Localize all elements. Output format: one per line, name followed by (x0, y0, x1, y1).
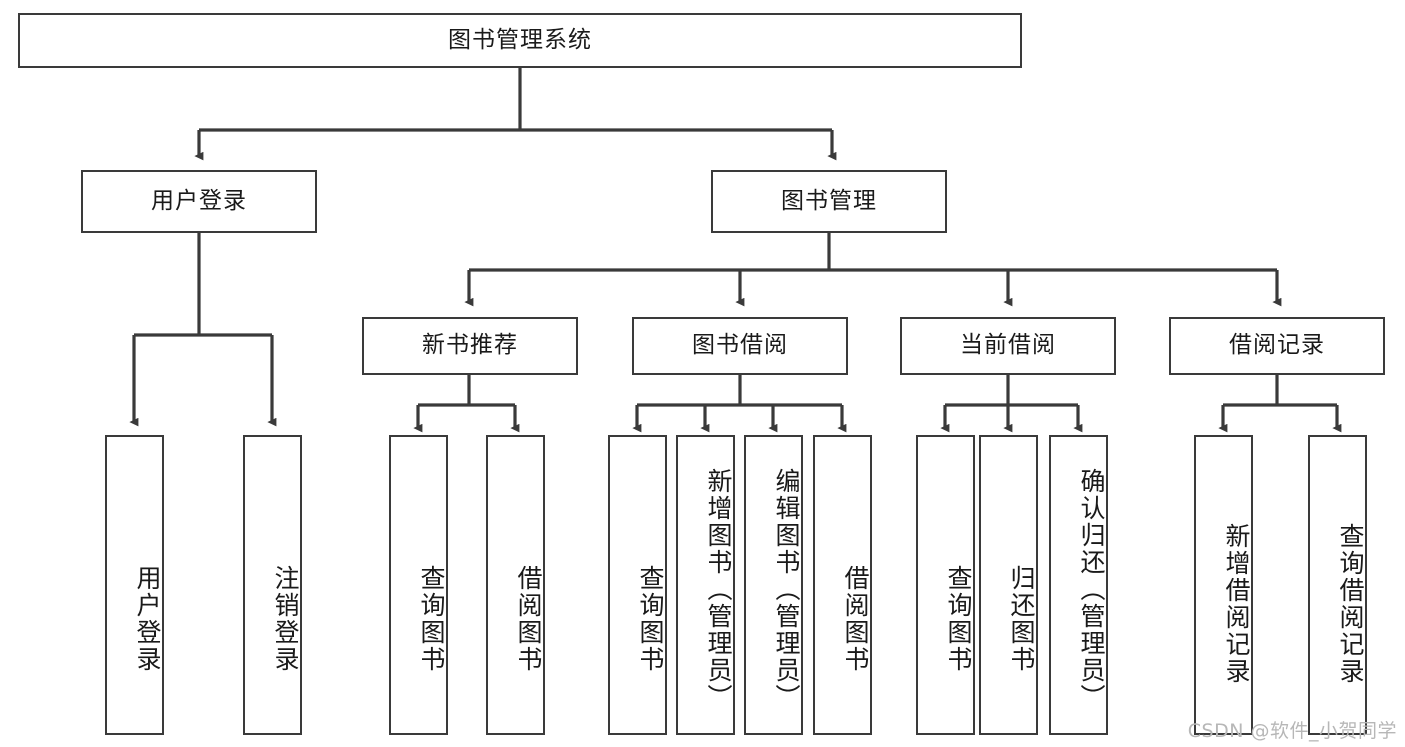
node-leaf-cur-return-label: 归还图书 (1007, 565, 1036, 673)
node-borrow-record-label: 借阅记录 (1229, 332, 1325, 359)
node-leaf-rec-borrow[interactable]: 借阅图书 (486, 435, 545, 735)
node-leaf-borrow-query[interactable]: 查询图书 (608, 435, 667, 735)
node-new-book-rec-label: 新书推荐 (422, 332, 518, 359)
node-leaf-user-logout[interactable]: 注销登录 (243, 435, 302, 735)
node-book-manage[interactable]: 图书管理 (711, 170, 947, 233)
node-leaf-rec-search-label: 查询借阅记录 (1336, 523, 1365, 685)
node-leaf-borrow-edit[interactable]: 编辑图书（管理员） (744, 435, 803, 735)
node-leaf-rec-query[interactable]: 查询图书 (389, 435, 448, 735)
node-leaf-cur-confirm-label: 确认归还（管理员） (1077, 467, 1106, 711)
node-leaf-borrow-query-label: 查询图书 (636, 565, 665, 673)
node-leaf-borrow-take-label: 借阅图书 (841, 565, 870, 673)
node-leaf-borrow-take[interactable]: 借阅图书 (813, 435, 872, 735)
node-current-borrow-label: 当前借阅 (960, 332, 1056, 359)
node-root-label: 图书管理系统 (448, 26, 592, 53)
node-leaf-rec-query-label: 查询图书 (417, 565, 446, 673)
node-leaf-rec-add-label: 新增借阅记录 (1222, 523, 1251, 685)
csdn-watermark: CSDN @软件_小贺同学 (1187, 720, 1397, 742)
node-leaf-rec-borrow-label: 借阅图书 (514, 565, 543, 673)
node-new-book-rec[interactable]: 新书推荐 (362, 317, 578, 375)
node-user-login[interactable]: 用户登录 (81, 170, 317, 233)
node-leaf-borrow-edit-label: 编辑图书（管理员） (772, 467, 801, 711)
node-leaf-user-login-label: 用户登录 (133, 565, 162, 673)
node-leaf-user-login[interactable]: 用户登录 (105, 435, 164, 735)
node-book-borrow[interactable]: 图书借阅 (632, 317, 848, 375)
node-leaf-cur-query[interactable]: 查询图书 (916, 435, 975, 735)
node-user-login-label: 用户登录 (151, 187, 247, 214)
node-leaf-user-logout-label: 注销登录 (271, 565, 300, 673)
node-root[interactable]: 图书管理系统 (18, 13, 1022, 68)
node-leaf-rec-add[interactable]: 新增借阅记录 (1194, 435, 1253, 735)
node-book-borrow-label: 图书借阅 (692, 332, 788, 359)
node-leaf-rec-search[interactable]: 查询借阅记录 (1308, 435, 1367, 735)
node-leaf-borrow-add-label: 新增图书（管理员） (704, 467, 733, 711)
node-leaf-cur-query-label: 查询图书 (944, 565, 973, 673)
node-leaf-cur-return[interactable]: 归还图书 (979, 435, 1038, 735)
node-current-borrow[interactable]: 当前借阅 (900, 317, 1116, 375)
node-book-manage-label: 图书管理 (781, 187, 877, 214)
node-borrow-record[interactable]: 借阅记录 (1169, 317, 1385, 375)
node-leaf-cur-confirm[interactable]: 确认归还（管理员） (1049, 435, 1108, 735)
node-leaf-borrow-add[interactable]: 新增图书（管理员） (676, 435, 735, 735)
